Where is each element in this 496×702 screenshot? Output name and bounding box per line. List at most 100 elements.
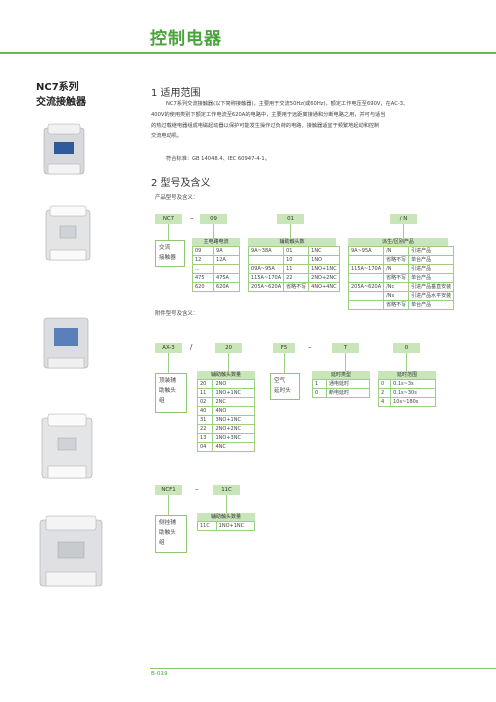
table-cell: 12 [191, 255, 215, 265]
contactor-photo-large [41, 413, 93, 479]
section-1-line-3: 的热过载继电器组成电磁起动器以保护可能发生操作过负荷的电路，接触器适宜于频繁地起… [151, 122, 380, 129]
table-cell: /N [383, 264, 410, 274]
series-name: NC7系列 [36, 82, 79, 93]
connector-line [284, 353, 285, 373]
code-aux-qty: 20 [215, 343, 242, 353]
table-cell: 09A~95A [247, 264, 285, 274]
aux-table-header: 辅助触头数 [248, 238, 336, 246]
table-cell: 620 [191, 282, 215, 292]
product-model-label: 产品型号及含义： [155, 195, 199, 201]
table-cell: 0.1s~30s [390, 388, 436, 398]
page-title: 控制电器 [150, 29, 222, 49]
desc-line: 侧挂辅 [159, 520, 176, 526]
contactor-photo-small [43, 123, 85, 175]
table-cell: 115A~170A [247, 273, 285, 283]
product-photos [36, 118, 116, 618]
air-delay-desc-box: 空气 延时头 [270, 373, 300, 400]
connector-line [406, 353, 407, 371]
contactor-with-aux-photo [43, 317, 89, 369]
table-cell: 引进产品水平安装 [408, 291, 455, 301]
table-cell: 40 [196, 406, 214, 416]
code-current: 09 [200, 214, 227, 224]
table-cell: 4 [377, 397, 392, 407]
table-row: 省略不写单台产品 [347, 255, 455, 265]
section-1-line-4: 交流电动机。 [151, 133, 183, 139]
section-1-text-cont: 400V的使用类别下额定工作电流至620A的电路中，主要用于远距离接通和分断电路… [151, 110, 471, 142]
table-cell: 4NC [212, 442, 255, 452]
table-cell: 22 [196, 424, 214, 434]
table-cell: 3NO+1NC [212, 415, 255, 425]
table-cell: 4NO+4NC [308, 282, 340, 292]
table-cell: 11 [196, 388, 214, 398]
table-cell: 1NO+1NC [215, 521, 256, 531]
connector-line [168, 495, 169, 515]
table-cell: 1 [311, 379, 328, 389]
table-cell: /Nc [383, 282, 410, 292]
table-cell: 01 [283, 246, 310, 256]
product-series-title: NC7系列 交流接触器 [36, 80, 86, 110]
table-cell: 引进产品 [408, 246, 455, 256]
table-cell: 1NO+1NC [212, 388, 255, 398]
section-1-line-2: 400V的使用类别下额定工作电流至620A的电路中，主要用于远距离接通和分断电路… [151, 112, 386, 118]
table-cell: 09 [191, 246, 215, 256]
delay-type-header: 延时类型 [312, 371, 370, 379]
connector-line [226, 495, 227, 513]
table-row: 省略不写单台产品 [347, 300, 455, 310]
desc-line: 组 [159, 398, 165, 404]
aux-qty-header: 辅助触头数量 [197, 371, 255, 379]
header-divider [0, 52, 496, 54]
code-t: T [332, 343, 359, 353]
table-cell: 205A~620A [247, 282, 285, 292]
table-cell: 12A [213, 255, 240, 265]
side-aux-desc-box: 侧挂辅 助触头 组 [155, 515, 187, 553]
table-cell [247, 255, 285, 265]
derive-table-header: 派生/区别产品 [348, 238, 448, 246]
table-cell: 475A [213, 273, 240, 283]
table-cell: 620A [213, 282, 240, 292]
current-table-header: 主电路电流 [192, 238, 240, 246]
table-cell: 4NO [212, 406, 255, 416]
delay-range-header: 延时范围 [378, 371, 436, 379]
table-cell: 0 [311, 388, 328, 398]
desc-line: 顶装辅 [159, 378, 176, 384]
table-cell: 1NO+3NC [212, 433, 255, 443]
connector-line [290, 224, 291, 238]
code-ax3: AX-3 [155, 343, 182, 353]
code-0: 0 [393, 343, 420, 353]
table-cell: 2NC [212, 397, 255, 407]
table-cell [347, 291, 385, 301]
table-cell: 0 [377, 379, 392, 389]
table-cell: 单台产品 [408, 300, 455, 310]
table-row: 省略不写单台产品 [347, 273, 455, 283]
table-cell: 475 [191, 273, 215, 283]
table-cell: 10 [283, 255, 310, 265]
table-cell [347, 273, 385, 283]
table-cell: 31 [196, 415, 214, 425]
table-cell: 9A~95A [347, 246, 385, 256]
desc-line: 接触器 [159, 255, 176, 261]
table-cell: 省略不写 [283, 282, 310, 292]
connector-line [403, 224, 404, 238]
table-cell [213, 264, 240, 274]
